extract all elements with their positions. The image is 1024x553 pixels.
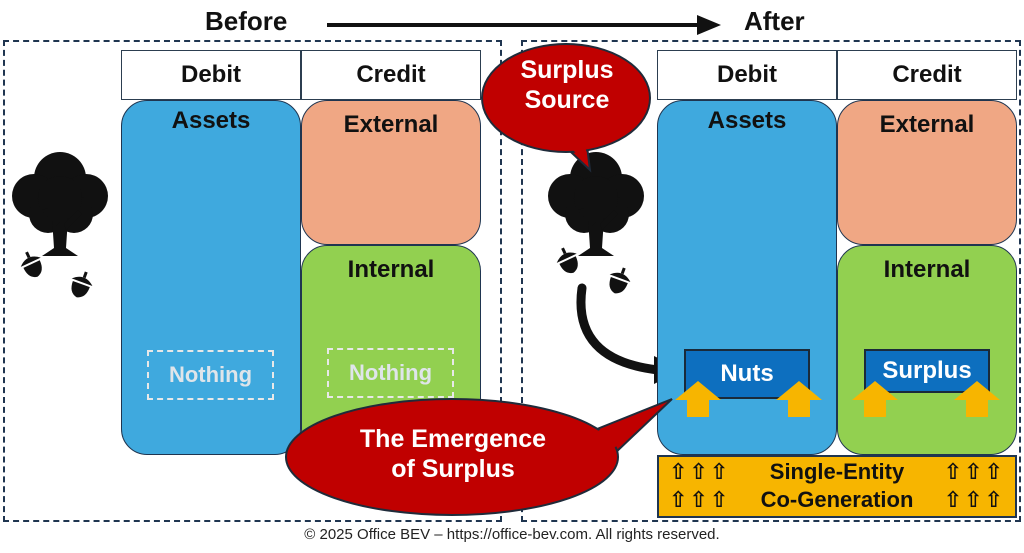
co-generation-arrows-left-2: ⇧⇧⇧ xyxy=(669,487,731,512)
co-generation-arrows-left-1: ⇧⇧⇧ xyxy=(669,459,731,484)
before-internal-placeholder: Nothing xyxy=(327,348,454,398)
tree-icon xyxy=(12,152,108,256)
surplus-source-callout-text: Surplus Source xyxy=(492,55,642,115)
up-arrow-icon xyxy=(776,381,822,417)
surplus-box: Surplus xyxy=(864,349,990,393)
before-title: Before xyxy=(205,6,288,36)
before-credit-header: Credit xyxy=(301,50,481,100)
after-debit-header: Debit xyxy=(657,50,837,100)
after-panel xyxy=(521,40,1021,522)
after-title: After xyxy=(744,6,805,36)
up-arrow-icon xyxy=(954,381,1000,417)
acorn-icon xyxy=(556,247,578,274)
arrow-right-icon xyxy=(327,15,721,35)
tree-icon xyxy=(548,152,644,256)
emergence-line2: of Surplus xyxy=(391,455,515,483)
up-arrow-icon xyxy=(675,381,721,417)
surplus-source-line2: Source xyxy=(524,86,610,114)
acorn-icon xyxy=(609,267,631,294)
emergence-callout-text: The Emergence of Surplus xyxy=(320,424,586,484)
emergence-callout-shape xyxy=(285,398,673,516)
before-panel xyxy=(3,40,502,522)
co-generation-line2: Co-Generation xyxy=(760,487,914,512)
acorn-icon xyxy=(20,251,42,278)
after-credit-header: Credit xyxy=(837,50,1017,100)
co-generation-line1: Single-Entity xyxy=(769,459,905,484)
co-generation-box: ⇧⇧⇧ ⇧⇧⇧ ⇧⇧⇧ ⇧⇧⇧ Single-Entity Co-Generat… xyxy=(657,455,1017,518)
after-internal-label: Internal xyxy=(883,256,971,283)
surplus-source-line1: Surplus xyxy=(520,56,614,84)
copyright-footer: © 2025 Office BEV – https://office-bev.c… xyxy=(304,526,720,543)
after-assets-label: Assets xyxy=(707,107,787,134)
acorn-icon xyxy=(71,271,93,298)
before-assets-label: Assets xyxy=(171,107,251,134)
before-assets-column: Assets xyxy=(121,100,301,455)
up-arrow-icon xyxy=(852,381,898,417)
emergence-line1: The Emergence xyxy=(359,425,547,453)
before-external-column: External xyxy=(301,100,481,245)
co-generation-arrows-right-2: ⇧⇧⇧ xyxy=(943,487,1005,512)
before-external-label: External xyxy=(343,111,439,138)
before-internal-label: Internal xyxy=(347,256,435,283)
before-debit-header: Debit xyxy=(121,50,301,100)
co-generation-arrows-right-1: ⇧⇧⇧ xyxy=(943,459,1005,484)
before-assets-placeholder: Nothing xyxy=(147,350,274,400)
after-external-label: External xyxy=(879,111,975,138)
after-external-column: External xyxy=(837,100,1017,245)
surplus-source-callout-shape xyxy=(481,43,651,173)
